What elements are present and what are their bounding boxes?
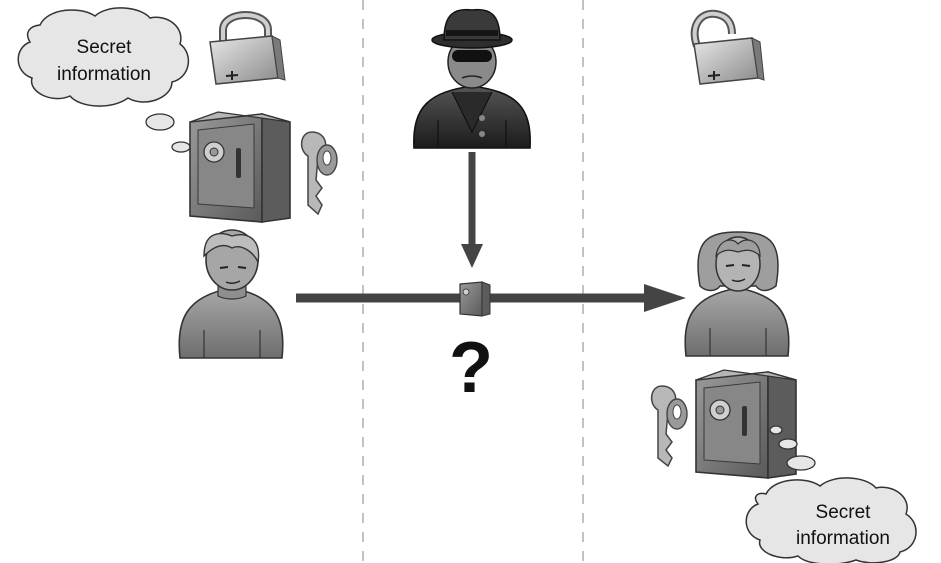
spy-icon <box>413 8 531 149</box>
receiver-thought-cloud: Secret information <box>745 477 917 563</box>
sender-thought-line1: Secret <box>77 37 133 58</box>
channel-arrowhead <box>644 284 686 312</box>
eavesdrop-arrowhead <box>461 244 483 268</box>
person-male-icon <box>178 229 284 359</box>
receiver-thought-line2: information <box>796 528 890 549</box>
channel-question-mark: ? <box>449 328 493 408</box>
sender-thought-cloud: Secret information <box>17 7 190 107</box>
safe-icon <box>189 111 291 223</box>
safe-icon <box>695 369 797 479</box>
thought-bubble-large <box>786 455 816 471</box>
key-icon <box>650 385 688 468</box>
sender-thought-line2: information <box>57 64 151 85</box>
thought-bubble-medium <box>778 438 798 450</box>
thought-bubble-medium <box>171 141 191 153</box>
thought-bubble-large <box>145 113 175 131</box>
padlock-open-icon <box>690 9 765 85</box>
thought-bubble-small <box>769 425 783 435</box>
safe-small-icon <box>459 281 491 317</box>
receiver-thought-line1: Secret <box>816 502 872 523</box>
person-female-icon <box>684 231 790 357</box>
padlock-closed-icon <box>209 11 286 85</box>
key-icon <box>300 131 338 216</box>
